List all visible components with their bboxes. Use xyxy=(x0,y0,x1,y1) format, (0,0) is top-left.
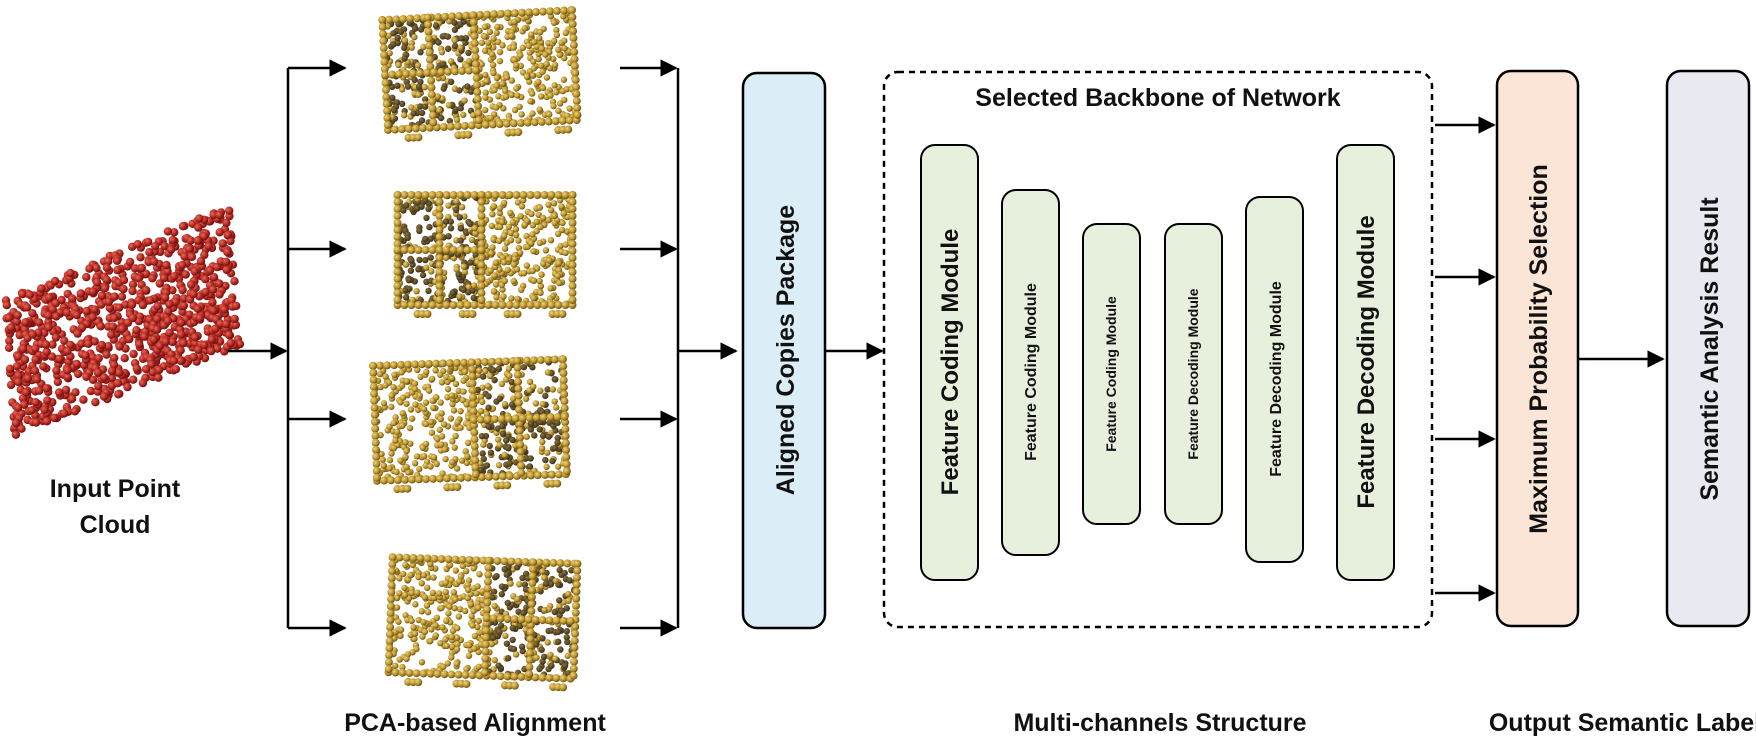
input-label-line1: Input Point xyxy=(50,475,181,503)
feature-module-6: Feature Decoding Module xyxy=(1336,144,1395,581)
feature-module-3: Feature Coding Module xyxy=(1082,223,1141,525)
max-probability-box xyxy=(1495,69,1580,628)
branch-connectors xyxy=(228,59,1665,637)
feature-module-3-label: Feature Coding Module xyxy=(1103,296,1119,452)
input-point-cloud-image xyxy=(1,206,245,439)
feature-module-5: Feature Decoding Module xyxy=(1245,196,1304,563)
feature-module-5-box xyxy=(1245,196,1304,563)
feature-module-2: Feature Coding Module xyxy=(1001,189,1060,556)
feature-module-1: Feature Coding Module xyxy=(920,144,979,581)
output-label-caption: Output Semantic Label xyxy=(1489,709,1756,737)
feature-module-4-label: Feature Decoding Module xyxy=(1185,288,1201,459)
backbone-frame xyxy=(882,70,1434,629)
feature-module-2-box xyxy=(1001,189,1060,556)
aligned-copies-label: Aligned Copies Package xyxy=(772,205,800,495)
multi-channels-caption: Multi-channels Structure xyxy=(1013,709,1306,737)
semantic-result-box xyxy=(1665,69,1751,628)
backbone-title: Selected Backbone of Network xyxy=(975,84,1340,112)
feature-module-3-box xyxy=(1082,223,1141,525)
feature-module-4-box xyxy=(1164,223,1223,525)
feature-module-6-label: Feature Decoding Module xyxy=(1353,215,1380,508)
feature-module-2-label: Feature Coding Module xyxy=(1023,283,1040,461)
semantic-result-label: Semantic Analysis Result xyxy=(1696,197,1724,501)
max-probability-label: Maximum Probability Selection xyxy=(1525,164,1553,534)
feature-module-1-box xyxy=(920,144,979,581)
feature-module-1-label: Feature Coding Module xyxy=(937,229,964,496)
feature-module-5-label: Feature Decoding Module xyxy=(1268,281,1285,477)
input-label-line2: Cloud xyxy=(80,511,151,539)
pca-alignment-caption: PCA-based Alignment xyxy=(344,709,606,737)
aligned-copies-box xyxy=(741,71,827,630)
feature-module-4: Feature Decoding Module xyxy=(1164,223,1223,525)
feature-module-6-box xyxy=(1336,144,1395,581)
aligned-point-clouds xyxy=(369,6,582,692)
